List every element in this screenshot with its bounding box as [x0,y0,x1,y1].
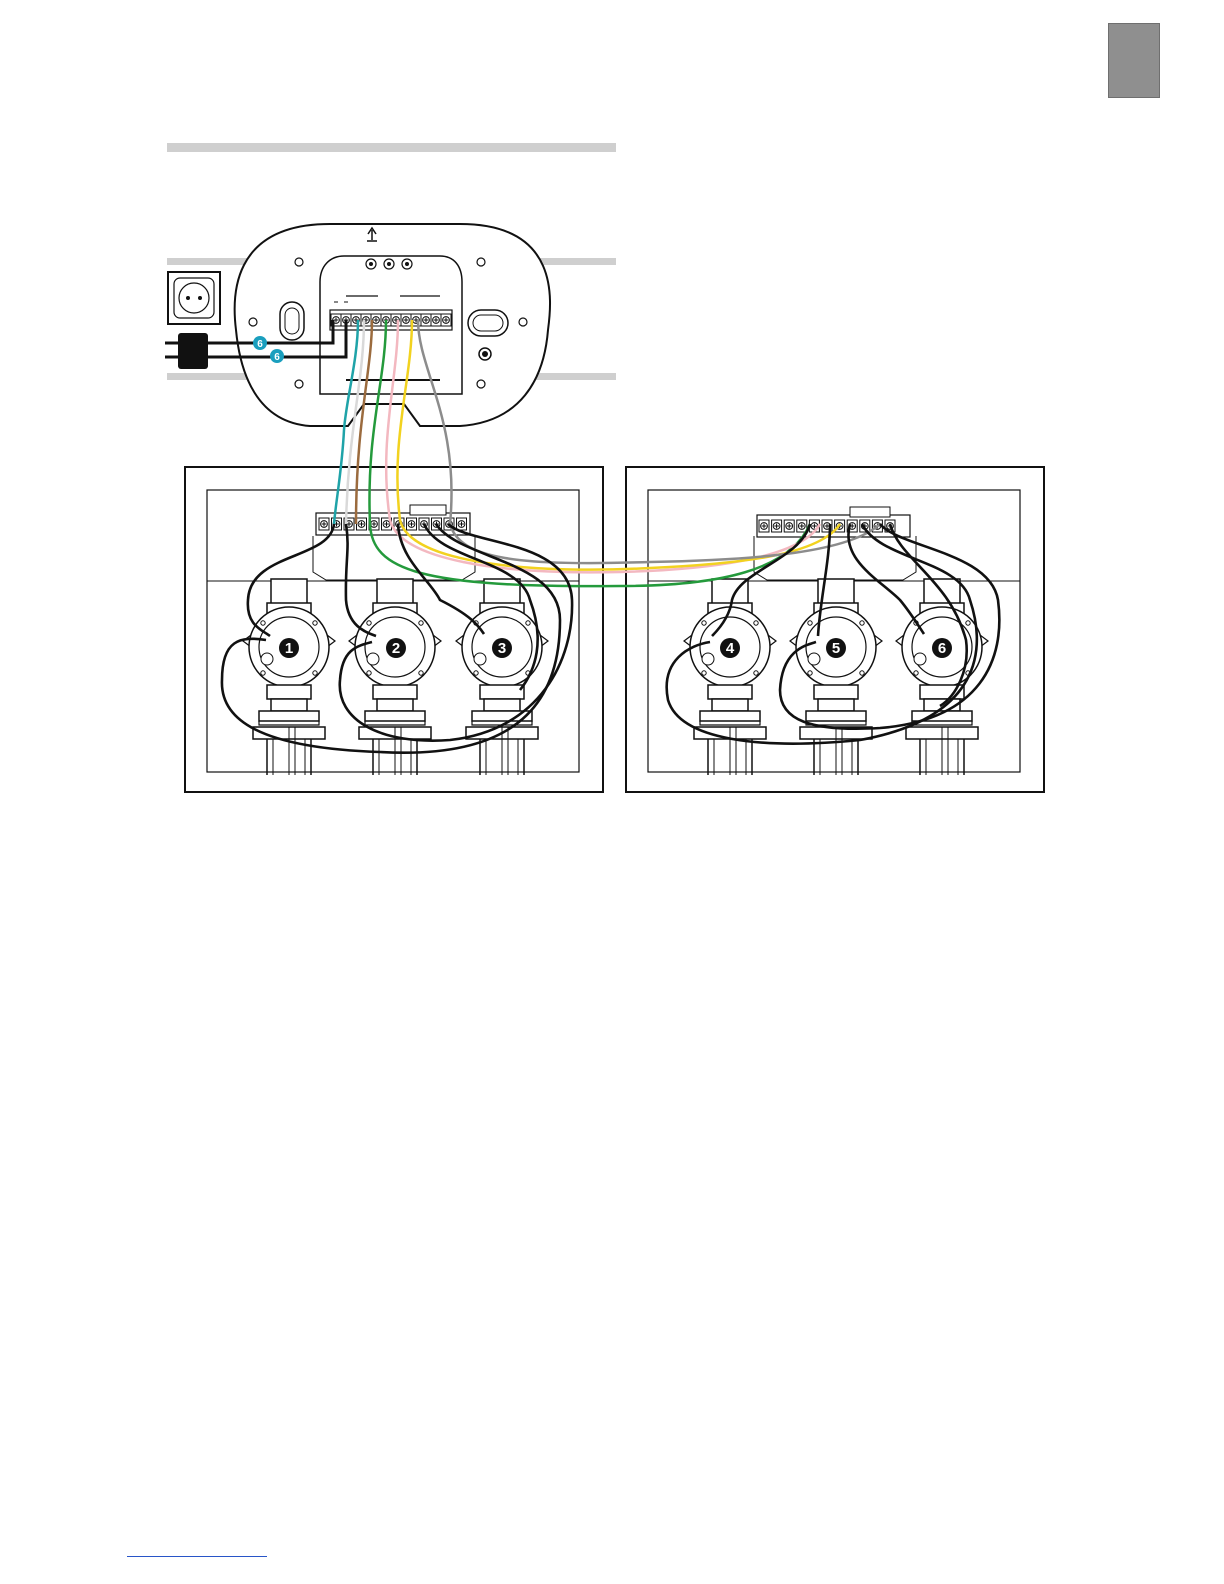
valve-label-2: 2 [392,640,400,657]
controller-terminal-screw [351,314,361,326]
power-plug [165,333,208,369]
valve-badge-5: 5 [826,638,846,658]
valve-badge-3: 3 [492,638,512,658]
power-tag-1: 6 [253,336,267,350]
wall-socket [168,272,220,324]
valve-label-3: 3 [498,640,506,657]
right-box-terminal-screw [772,520,782,532]
controller-terminal-screw [391,314,401,326]
right-box-terminal-screw [784,520,794,532]
left-box-terminal-screw [319,518,329,530]
controller-terminal-block [331,314,451,326]
valve-badge-4: 4 [720,638,740,658]
controller-terminal-screw [361,314,371,326]
left-box-terminal-screw [357,518,367,530]
controller-terminal-screw [421,314,431,326]
valve-label-5: 5 [832,640,840,657]
controller-terminal-screw [431,314,441,326]
valve-badge-6: 6 [932,638,952,658]
power-tag-1-label: 6 [257,339,263,350]
power-tag-2-label: 6 [274,352,280,363]
valve-label-6: 6 [938,640,946,657]
right-box-terminal-screw [797,520,807,532]
valve-badge-1: 1 [279,638,299,658]
left-box-terminal-screw [457,518,467,530]
valve-label-1: 1 [285,640,293,657]
right-box-terminal-screw [759,520,769,532]
valve-label-4: 4 [726,640,735,657]
valve-badge-2: 2 [386,638,406,658]
left-box-terminal-screw [407,518,417,530]
controller-terminal-screw [441,314,451,326]
power-tag-2: 6 [270,349,284,363]
controller-terminal-screw [401,314,411,326]
